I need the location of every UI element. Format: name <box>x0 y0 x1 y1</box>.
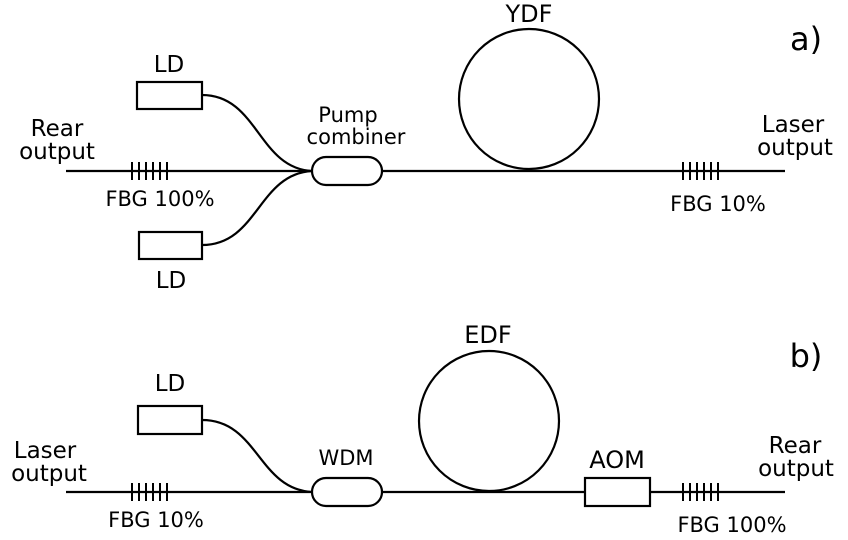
ld-bottom-label: LD <box>156 268 187 294</box>
aom-modulator <box>583 476 652 508</box>
pump-fiber-bottom <box>201 169 313 247</box>
laser-output-label-a-line2: output <box>757 135 833 161</box>
fbg-grating-b-left <box>131 483 168 501</box>
edf-label: EDF <box>464 321 511 349</box>
rear-output-label-b-line1: Rear <box>769 433 822 459</box>
ld-label-b: LD <box>155 371 186 397</box>
pump-fiber-top <box>201 93 313 173</box>
combiner-label-line2: combiner <box>307 125 406 149</box>
pump-fiber-b <box>201 418 313 494</box>
ydf-label: YDF <box>505 0 553 28</box>
ydf-coil <box>457 27 601 171</box>
laser-output-label-a-line1: Laser <box>762 112 825 138</box>
rear-output-label-a-line1: Rear <box>31 116 84 142</box>
panel-b: EDF b) LD WDM AOM Laser output Rear outp… <box>11 321 834 537</box>
rear-output-label-a-line2: output <box>19 139 95 165</box>
combiner-label-line1: Pump <box>318 103 377 127</box>
fbg-10-label-b: FBG 10% <box>108 508 204 532</box>
laser-diode-bottom <box>137 230 204 261</box>
pump-combiner <box>310 155 384 187</box>
rear-output-label-b-line2: output <box>758 456 834 482</box>
ld-top-label: LD <box>154 52 185 78</box>
fbg-grating-b-right <box>682 483 719 501</box>
panel-a-tag: a) <box>790 20 822 58</box>
fbg-100-label-b: FBG 100% <box>677 513 786 537</box>
laser-output-label-b-line1: Laser <box>14 438 77 464</box>
laser-output-label-b-line2: output <box>11 461 87 487</box>
laser-diode-b <box>136 404 204 436</box>
fbg-10-label-a: FBG 10% <box>670 192 766 216</box>
fbg-100-label-a: FBG 100% <box>105 187 214 211</box>
fbg-grating-a-left <box>131 162 168 180</box>
panel-a: YDF a) LD LD Pump combiner Rear output L… <box>19 0 833 294</box>
laser-diode-top <box>135 80 204 111</box>
edf-coil <box>417 349 561 493</box>
panel-b-tag: b) <box>790 337 823 375</box>
wdm-label: WDM <box>318 446 373 470</box>
fbg-grating-a-right <box>682 162 719 180</box>
wdm-coupler <box>310 476 384 508</box>
aom-label: AOM <box>589 446 645 474</box>
